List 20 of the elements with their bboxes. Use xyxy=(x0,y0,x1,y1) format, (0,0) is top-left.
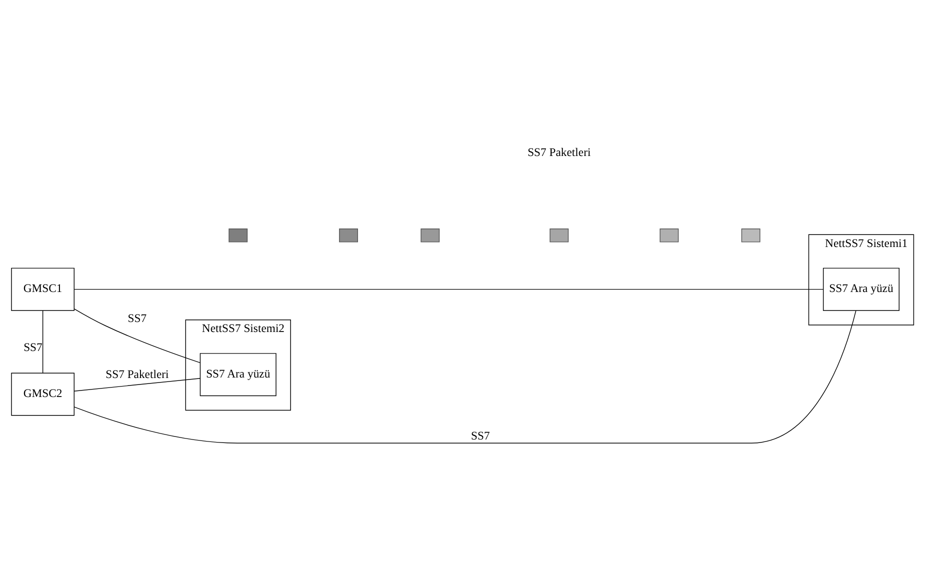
connector xyxy=(74,378,201,391)
connector xyxy=(74,288,824,290)
node-box xyxy=(741,228,760,242)
node-box xyxy=(339,228,358,242)
node-box xyxy=(228,228,248,242)
label: SS7 Paketleri xyxy=(528,145,591,158)
node-box: GMSC2 xyxy=(11,372,75,416)
connector xyxy=(74,308,200,363)
node-box: SS7 Ara yüzü xyxy=(200,352,276,396)
connector xyxy=(42,310,44,373)
edge-label: SS7 xyxy=(128,311,147,324)
node-box xyxy=(550,228,569,242)
edge-label: SS7 xyxy=(471,428,490,442)
node-box: SS7 Ara yüzü xyxy=(822,267,900,310)
node-box: GMSC1 xyxy=(11,267,75,310)
connector xyxy=(74,310,856,443)
edge-label: SS7 Paketleri xyxy=(106,368,169,381)
node-box xyxy=(660,228,679,242)
node-box xyxy=(420,228,440,242)
edge-label: SS7 xyxy=(24,340,42,354)
